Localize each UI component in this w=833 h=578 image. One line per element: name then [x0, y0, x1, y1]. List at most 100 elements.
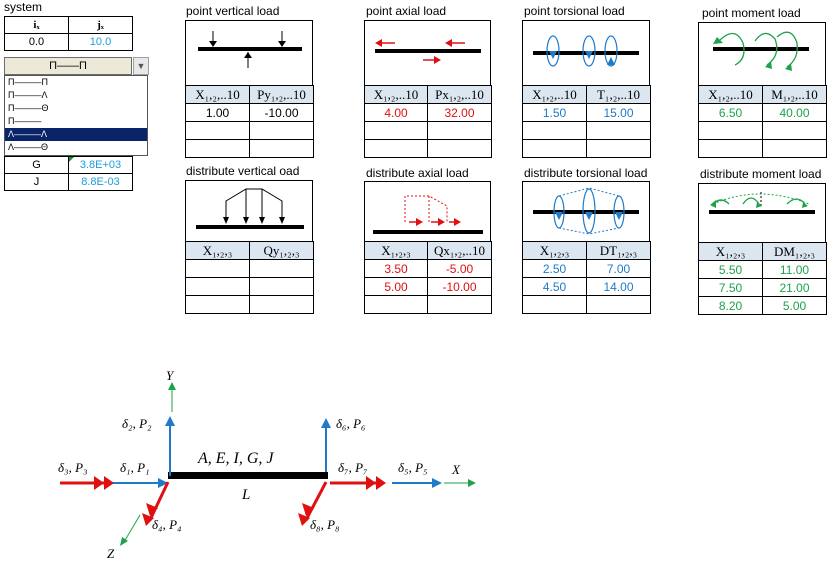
table-cell[interactable]: 4.50	[522, 277, 587, 296]
support-type-combo[interactable]: П——П	[4, 57, 132, 75]
table-cell[interactable]	[364, 139, 428, 158]
table-cell[interactable]: 5.50	[698, 260, 763, 279]
col-header: Py₁,₂,..10	[249, 85, 314, 104]
axis-y-label: Y	[166, 368, 174, 383]
panel-title: point torsional load	[524, 4, 625, 18]
ix-header: iₓ	[4, 16, 69, 34]
point-vertical-load-figure	[185, 20, 313, 86]
col-header: Px₁,₂,..10	[427, 85, 492, 104]
prop-label-j: J	[4, 173, 69, 191]
table-cell[interactable]: 21.00	[762, 278, 827, 297]
panel-title: distribute moment load	[700, 167, 822, 181]
dof-label-5: δ₅, P₅	[398, 460, 428, 475]
dropdown-item[interactable]: П———Θ	[8, 103, 49, 113]
axis-z-label: Z	[107, 546, 115, 561]
table-cell[interactable]	[586, 139, 651, 158]
dropdown-item[interactable]: П———П	[8, 77, 48, 87]
combo-dropdown-button[interactable]: ▼	[133, 57, 149, 75]
table-cell[interactable]: 32.00	[427, 103, 492, 122]
jx-value[interactable]: 10.0	[68, 33, 133, 51]
table-cell[interactable]	[185, 259, 250, 278]
col-header: X₁,₂,..10	[364, 85, 428, 104]
ix-value[interactable]: 0.0	[4, 33, 69, 51]
table-cell[interactable]	[698, 121, 763, 140]
col-header: X₁,₂,₃	[522, 241, 587, 260]
table-cell[interactable]: -10.00	[249, 103, 314, 122]
col-header: X₁,₂,₃	[364, 241, 428, 260]
table-cell[interactable]: 7.00	[586, 259, 651, 278]
col-header: X₁,₂,..10	[698, 85, 763, 104]
chevron-down-icon: ▼	[136, 61, 146, 71]
col-header: Qx₁,₂,..10	[427, 241, 492, 260]
col-header: T₁,₂,..10	[586, 85, 651, 104]
table-cell[interactable]	[427, 121, 492, 140]
panel-title: distribute axial load	[366, 166, 469, 180]
table-cell[interactable]	[586, 295, 651, 314]
table-cell[interactable]	[586, 121, 651, 140]
dof-label-1: δ₁, P₁	[120, 460, 150, 475]
col-header: X₁,₂,..10	[522, 85, 587, 104]
support-type-dropdown[interactable]: П———П П———Λ П———Θ П——— Λ———Λ Λ———Θ	[4, 75, 148, 156]
point-moment-load-icon	[713, 31, 809, 71]
table-cell[interactable]	[698, 139, 763, 158]
dropdown-item[interactable]: Λ———Θ	[8, 142, 49, 152]
table-cell[interactable]: 40.00	[762, 103, 827, 122]
table-cell[interactable]: 8.20	[698, 296, 763, 315]
dof-label-6: δ₆, P₆	[336, 416, 366, 431]
table-cell[interactable]: 2.50	[522, 259, 587, 278]
axis-x-label: X	[452, 462, 460, 477]
dof-label-8: δ₈, P₈	[310, 517, 340, 532]
table-cell[interactable]: 1.50	[522, 103, 587, 122]
table-cell[interactable]	[185, 277, 250, 296]
table-cell[interactable]	[427, 139, 492, 158]
table-cell[interactable]: -10.00	[427, 277, 492, 296]
table-cell[interactable]	[249, 277, 314, 296]
table-cell[interactable]	[522, 139, 587, 158]
dropdown-item[interactable]: П———Λ	[8, 90, 48, 100]
table-cell[interactable]: -5.00	[427, 259, 492, 278]
table-cell[interactable]	[364, 295, 428, 314]
table-cell[interactable]: 7.50	[698, 278, 763, 297]
beam-dof-diagram	[60, 382, 476, 546]
table-cell[interactable]: 15.00	[586, 103, 651, 122]
table-cell[interactable]	[249, 259, 314, 278]
table-cell[interactable]	[427, 295, 492, 314]
table-cell[interactable]	[185, 139, 250, 158]
table-cell[interactable]	[762, 139, 827, 158]
table-cell[interactable]	[185, 121, 250, 140]
table-cell[interactable]: 3.50	[364, 259, 428, 278]
beam-length-label: L	[242, 487, 251, 503]
table-cell[interactable]: 1.00	[185, 103, 250, 122]
table-cell[interactable]: 5.00	[364, 277, 428, 296]
dof-label-4: δ₄, P₄	[152, 517, 182, 532]
table-cell[interactable]: 14.00	[586, 277, 651, 296]
table-cell[interactable]	[249, 121, 314, 140]
table-cell[interactable]	[249, 295, 314, 314]
table-cell[interactable]	[522, 121, 587, 140]
z-axis	[123, 514, 141, 543]
table-cell[interactable]: 5.00	[762, 296, 827, 315]
point-axial-load-figure	[364, 20, 491, 86]
table-cell[interactable]	[364, 121, 428, 140]
prop-value-g[interactable]: 3.8E+03	[68, 156, 133, 174]
table-cell[interactable]: 6.50	[698, 103, 763, 122]
system-title: system	[4, 0, 43, 14]
distribute-axial-load-icon	[373, 195, 483, 234]
table-cell[interactable]	[762, 121, 827, 140]
table-cell[interactable]: 11.00	[762, 260, 827, 279]
dropdown-item-selected[interactable]: Λ———Λ	[5, 128, 147, 141]
dropdown-item[interactable]: П———	[8, 116, 42, 126]
prop-value-j[interactable]: 8.8E-03	[68, 173, 133, 191]
col-header: X₁,₂,₃	[698, 242, 763, 261]
point-moment-load-figure	[698, 22, 826, 86]
distribute-torsional-load-icon	[533, 187, 639, 235]
table-cell[interactable]	[185, 295, 250, 314]
table-cell[interactable]: 4.00	[364, 103, 428, 122]
table-cell[interactable]	[249, 139, 314, 158]
panel-title: point vertical load	[186, 4, 280, 18]
table-cell[interactable]	[522, 295, 587, 314]
